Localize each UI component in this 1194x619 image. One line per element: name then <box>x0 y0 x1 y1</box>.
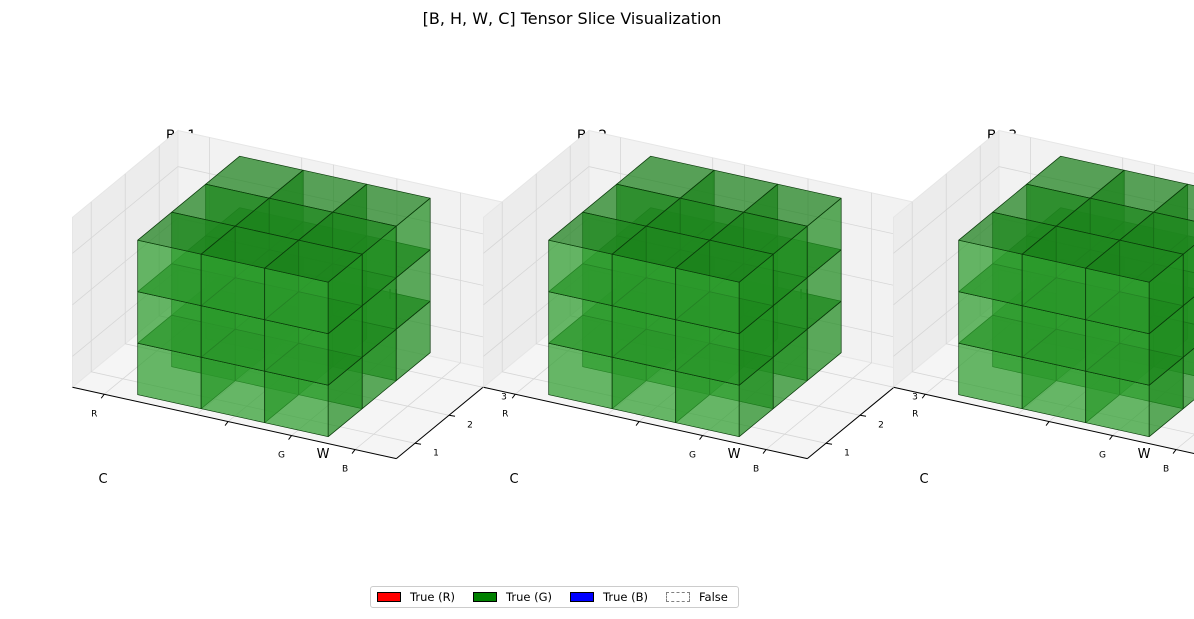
c-tick-mark <box>224 421 229 426</box>
w-tick-label: 3 <box>912 392 918 402</box>
c-axis-label: C <box>98 472 107 487</box>
c-axis-line <box>893 386 1194 455</box>
c-tick-label: B <box>1163 465 1169 475</box>
c-axis-label: C <box>919 472 928 487</box>
w-tick-mark <box>859 414 867 417</box>
legend-label-false: False <box>698 590 728 604</box>
c-tick-label: R <box>912 409 918 419</box>
w-tick-label: 1 <box>433 448 439 458</box>
legend: True (R) True (G) True (B) False <box>370 586 739 608</box>
c-tick-mark <box>1109 435 1113 440</box>
c-tick-label: G <box>1099 451 1106 461</box>
subplots: B=1RGB123123CWHB=2RGB123123CWHB=3RGB1231… <box>71 128 1194 487</box>
c-tick-mark <box>511 393 516 399</box>
c-tick-label: B <box>342 465 348 475</box>
legend-swatch-green <box>473 592 498 602</box>
c-tick-mark <box>1172 449 1177 454</box>
c-tick-mark <box>100 393 105 399</box>
legend-swatch-blue <box>570 592 595 602</box>
c-tick-mark <box>288 435 292 440</box>
c-tick-label: G <box>689 451 696 461</box>
w-axis-label: W <box>317 447 330 462</box>
w-tick-mark <box>414 442 422 445</box>
legend-swatch-false <box>665 592 690 602</box>
voxel-face <box>675 239 774 283</box>
voxel-face <box>264 239 363 283</box>
w-axis-label: W <box>728 447 741 462</box>
grid-line-h <box>893 166 1194 254</box>
w-axis-label: W <box>1138 447 1151 462</box>
voxel-face <box>1153 183 1194 222</box>
c-tick-label: R <box>91 409 97 419</box>
w-tick-label: 3 <box>501 392 507 402</box>
c-tick-label: B <box>753 465 759 475</box>
c-axis-label: C <box>509 472 518 487</box>
grid-line-c <box>354 192 461 450</box>
w-tick-mark <box>448 414 456 417</box>
c-tick-mark <box>699 435 703 440</box>
c-tick-label: R <box>502 409 508 419</box>
w-tick-label: 2 <box>467 420 473 430</box>
legend-item-green: True (G) <box>473 590 552 604</box>
c-axis-line <box>72 386 397 460</box>
w-tick-label: 1 <box>844 448 850 458</box>
c-tick-mark <box>921 393 926 399</box>
voxel-face <box>1085 239 1184 283</box>
legend-item-false: False <box>665 590 728 604</box>
c-tick-mark <box>635 421 640 426</box>
legend-label-red: True (R) <box>410 590 456 604</box>
subplot-1: B=1RGB123123CWH <box>71 128 530 487</box>
subplot-2: B=2RGB123123CWH <box>482 128 941 487</box>
figure-title: [B, H, W, C] Tensor Slice Visualization <box>423 9 722 28</box>
legend-item-blue: True (B) <box>570 590 648 604</box>
c-tick-label: G <box>278 451 285 461</box>
legend-item-red: True (R) <box>377 590 455 604</box>
legend-label-blue: True (B) <box>603 590 648 604</box>
grid-line-c <box>765 192 872 450</box>
legend-swatch-red <box>377 592 401 602</box>
c-axis-line <box>483 386 808 460</box>
subplot-3: B=3RGB123123CWH <box>892 128 1194 487</box>
c-tick-mark <box>762 449 767 454</box>
legend-label-green: True (G) <box>506 590 553 604</box>
c-tick-mark <box>1045 421 1050 426</box>
w-tick-label: 2 <box>878 420 884 430</box>
c-tick-mark <box>351 449 356 454</box>
w-tick-mark <box>825 442 833 445</box>
